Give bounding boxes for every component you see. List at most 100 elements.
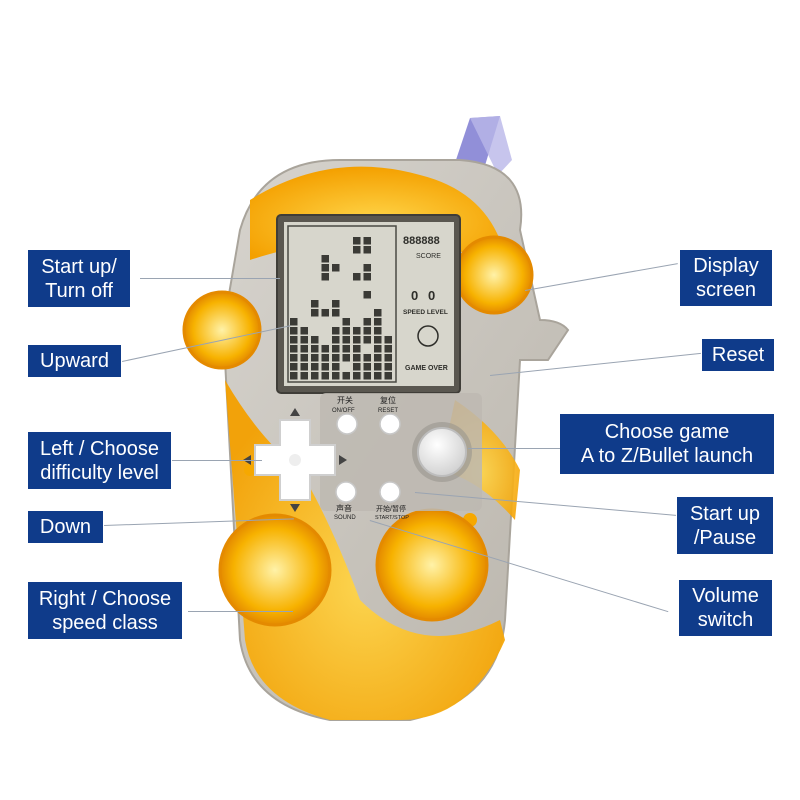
orange-slice-bottom-left xyxy=(218,513,332,627)
lcd-brick xyxy=(332,354,340,362)
lcd-brick xyxy=(332,264,340,272)
lcd-brick xyxy=(374,327,382,335)
label-line: Start up/ xyxy=(41,255,117,278)
lcd-brick xyxy=(321,255,329,263)
lcd-brick xyxy=(332,336,340,344)
lcd-brick xyxy=(384,336,392,344)
lcd-brick xyxy=(353,273,361,281)
lcd-brick xyxy=(384,363,392,371)
speed-digits: 0 xyxy=(411,288,418,303)
label-left-choose-difficulty: Left / Choose difficulty level xyxy=(28,432,171,489)
lcd-brick xyxy=(363,336,371,344)
lcd-brick xyxy=(321,264,329,272)
lcd-brick xyxy=(300,336,308,344)
lcd-brick xyxy=(363,246,371,254)
label-line: Display xyxy=(693,255,759,277)
start-stop-label-cn: 开始/暂停 xyxy=(376,504,406,513)
level-digits: 0 xyxy=(428,288,435,303)
lcd-brick xyxy=(300,372,308,380)
score-digits: 888888 xyxy=(403,235,440,247)
lcd-brick xyxy=(353,336,361,344)
label-upward: Upward xyxy=(28,345,121,377)
lcd-brick xyxy=(353,246,361,254)
display-screen: 888888 SCORE 0 0 SPEED LEVEL GAME OVER xyxy=(276,214,461,394)
label-line: Upward xyxy=(40,350,109,372)
lcd-brick xyxy=(342,372,350,380)
lcd-brick xyxy=(374,363,382,371)
lcd-brick xyxy=(321,309,329,317)
lcd-brick xyxy=(300,363,308,371)
start-stop-button[interactable] xyxy=(379,481,401,503)
lcd-brick xyxy=(374,309,382,317)
lcd-brick xyxy=(290,318,298,326)
lcd-brick xyxy=(300,345,308,353)
lcd-brick xyxy=(363,327,371,335)
lcd-brick xyxy=(353,363,361,371)
d-pad-right-arrow-icon xyxy=(339,455,347,465)
label-line: Reset xyxy=(711,344,765,366)
lcd-brick xyxy=(363,264,371,272)
lcd-brick xyxy=(353,327,361,335)
choose-game-knob[interactable] xyxy=(412,422,472,482)
label-line: screen xyxy=(695,279,757,301)
lcd-brick xyxy=(300,354,308,362)
reset-label-cn: 复位 xyxy=(380,395,396,405)
lcd-brick xyxy=(363,273,371,281)
orange-slice-right xyxy=(454,235,534,315)
lcd-brick xyxy=(384,372,392,380)
label-line: switch xyxy=(697,609,754,631)
leader-line-right xyxy=(188,611,293,612)
lcd-brick xyxy=(374,345,382,353)
label-start-up-pause: Start up /Pause xyxy=(677,497,773,554)
tetris-bricks xyxy=(290,237,392,380)
lcd-brick xyxy=(342,345,350,353)
label-reset: Reset xyxy=(702,339,774,371)
lcd-brick xyxy=(353,354,361,362)
reset-button[interactable] xyxy=(379,413,401,435)
lcd-brick xyxy=(321,354,329,362)
label-line: Left / Choose xyxy=(40,437,159,460)
label-start-up-turn-off: Start up/ Turn off xyxy=(28,250,130,307)
sound-button[interactable] xyxy=(335,481,357,503)
speed-level-label: SPEED LEVEL xyxy=(403,309,448,316)
lcd-brick xyxy=(363,237,371,245)
lcd-brick xyxy=(311,309,319,317)
lcd-brick xyxy=(311,336,319,344)
lcd-brick xyxy=(300,327,308,335)
lcd-brick xyxy=(332,372,340,380)
d-pad[interactable] xyxy=(243,408,347,512)
reset-label-en: RESET xyxy=(378,408,398,414)
lcd-brick xyxy=(332,300,340,308)
on-off-button[interactable] xyxy=(336,413,358,435)
label-display-screen: Display screen xyxy=(680,250,772,306)
lcd-brick xyxy=(353,372,361,380)
label-line: speed class xyxy=(52,611,158,634)
lcd-brick xyxy=(363,318,371,326)
lcd-brick xyxy=(342,336,350,344)
label-right-choose-speed: Right / Choose speed class xyxy=(28,582,182,639)
label-volume-switch: Volume switch xyxy=(679,580,772,636)
lcd-brick xyxy=(374,372,382,380)
lcd-brick xyxy=(332,363,340,371)
lcd-brick xyxy=(342,354,350,362)
score-label: SCORE xyxy=(416,253,441,260)
lcd-brick xyxy=(321,372,329,380)
lcd-brick xyxy=(321,363,329,371)
label-down: Down xyxy=(28,511,103,543)
label-line: Turn off xyxy=(45,279,113,302)
lcd-brick xyxy=(332,327,340,335)
leader-line-left xyxy=(172,460,262,461)
label-choose-game: Choose game A to Z/Bullet launch xyxy=(560,414,774,474)
lcd-brick xyxy=(363,372,371,380)
lcd-brick xyxy=(374,318,382,326)
lcd-brick xyxy=(384,354,392,362)
d-pad-down-arrow-icon xyxy=(290,504,300,512)
lcd-brick xyxy=(311,345,319,353)
lcd-brick xyxy=(290,354,298,362)
label-line: /Pause xyxy=(693,526,757,549)
on-off-label-cn: 开关 xyxy=(337,395,353,405)
lcd-brick xyxy=(363,291,371,299)
lcd-brick xyxy=(332,345,340,353)
